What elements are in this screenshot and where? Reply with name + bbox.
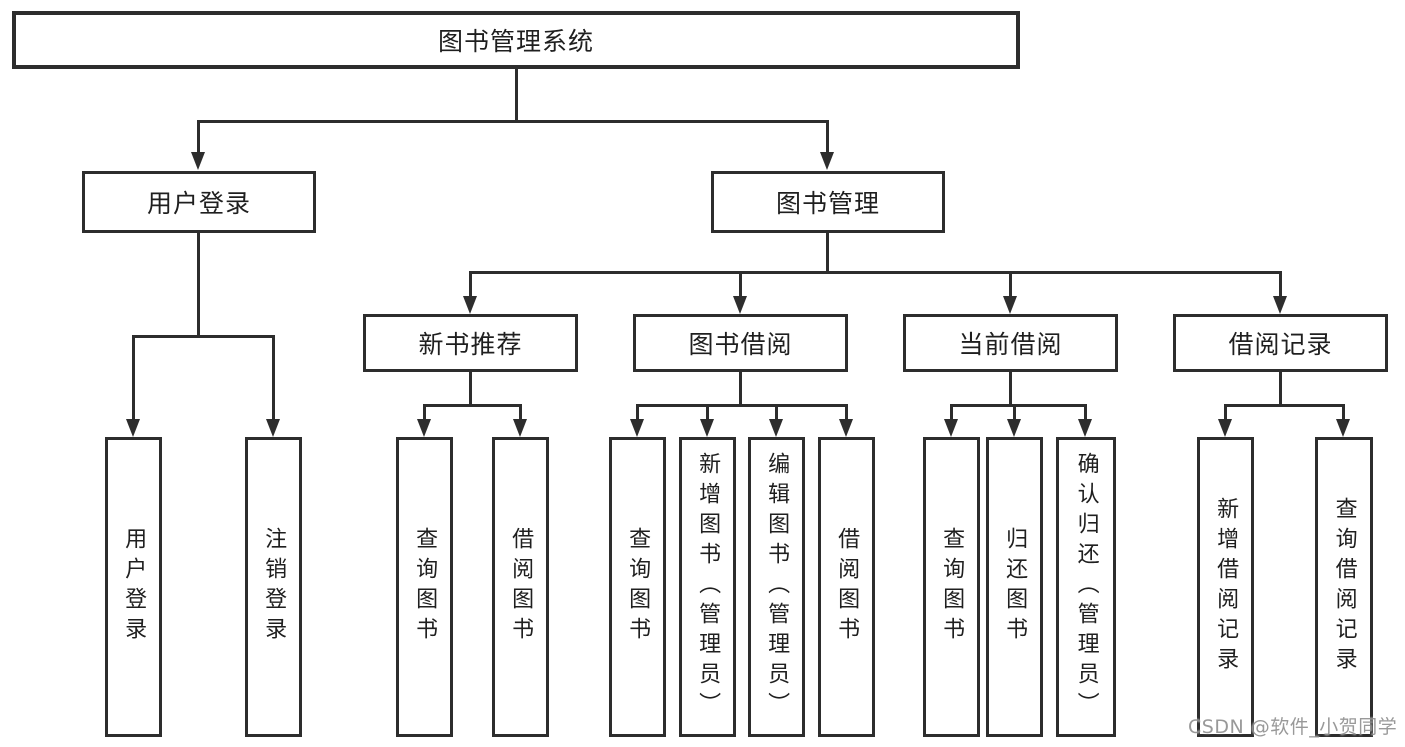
- connector-drop: [950, 404, 953, 420]
- arrow-down-icon: [1003, 296, 1017, 314]
- node-root: 图书管理系统: [12, 11, 1020, 69]
- connector-drop: [519, 404, 522, 420]
- node-root-label: 图书管理系统: [437, 27, 594, 56]
- leaf-query-books-recommend: 查询图书: [396, 437, 453, 737]
- leaf-borrow-books-recommend: 借阅图书: [492, 437, 549, 737]
- node-current-borrowing-label: 当前借阅: [958, 330, 1063, 359]
- connector-drop: [132, 335, 135, 421]
- leaf-user-login: 用户登录: [105, 437, 162, 737]
- connector-drop: [1224, 404, 1227, 420]
- connector-root-bar: [197, 120, 829, 123]
- arrow-down-icon: [1078, 419, 1092, 437]
- leaf-confirm-return-admin: 确认归还（管理员）: [1056, 437, 1116, 737]
- leaf-add-borrow-record: 新增借阅记录: [1197, 437, 1254, 737]
- leaf-edit-books-admin-label: 编辑图书（管理员）: [764, 452, 790, 722]
- connector-root-left-drop: [197, 120, 200, 153]
- arrow-down-icon: [1007, 419, 1021, 437]
- leaf-query-borrow-record-label: 查询借阅记录: [1331, 497, 1357, 677]
- connector-drop: [272, 335, 275, 421]
- leaf-query-borrow-record: 查询借阅记录: [1315, 437, 1373, 737]
- connector-root-right-drop: [826, 120, 829, 153]
- connector-drop: [706, 404, 709, 420]
- connector-drop: [1013, 404, 1016, 420]
- node-user-login-label: 用户登录: [146, 189, 251, 218]
- connector-recommend-bar: [423, 404, 521, 407]
- leaf-borrow-books-recommend-label: 借阅图书: [508, 527, 534, 647]
- connector-user-login-bar: [132, 335, 275, 338]
- connector-drop: [1279, 271, 1282, 297]
- leaf-borrow-books-label: 借阅图书: [834, 527, 860, 647]
- arrow-down-icon: [1273, 296, 1287, 314]
- arrow-down-icon: [820, 152, 834, 170]
- arrow-down-icon: [733, 296, 747, 314]
- arrow-down-icon: [417, 419, 431, 437]
- connector-drop: [1084, 404, 1087, 420]
- node-current-borrowing: 当前借阅: [903, 314, 1118, 372]
- connector-root-stem: [515, 69, 518, 120]
- connector-current-stem: [1009, 372, 1012, 405]
- arrow-down-icon: [630, 419, 644, 437]
- node-book-management: 图书管理: [711, 171, 945, 233]
- node-book-borrowing-label: 图书借阅: [688, 330, 793, 359]
- arrow-down-icon: [1336, 419, 1350, 437]
- connector-drop: [845, 404, 848, 420]
- leaf-query-books-borrow-label: 查询图书: [625, 527, 651, 647]
- connector-recommend-stem: [469, 372, 472, 405]
- leaf-return-books: 归还图书: [986, 437, 1043, 737]
- leaf-confirm-return-admin-label: 确认归还（管理员）: [1073, 452, 1099, 722]
- connector-drop: [423, 404, 426, 420]
- leaf-add-books-admin-label: 新增图书（管理员）: [695, 452, 721, 722]
- leaf-user-login-label: 用户登录: [121, 527, 147, 647]
- node-book-borrowing: 图书借阅: [633, 314, 848, 372]
- node-borrowing-records-label: 借阅记录: [1228, 330, 1333, 359]
- leaf-query-books-current: 查询图书: [923, 437, 980, 737]
- leaf-return-books-label: 归还图书: [1002, 527, 1028, 647]
- arrow-down-icon: [839, 419, 853, 437]
- connector-drop: [1342, 404, 1345, 420]
- arrow-down-icon: [1218, 419, 1232, 437]
- connector-book-mgmt-stem: [826, 233, 829, 271]
- leaf-add-borrow-record-label: 新增借阅记录: [1213, 497, 1239, 677]
- arrow-down-icon: [513, 419, 527, 437]
- connector-drop: [636, 404, 639, 420]
- connector-records-bar: [1224, 404, 1344, 407]
- leaf-add-books-admin: 新增图书（管理员）: [679, 437, 736, 737]
- arrow-down-icon: [769, 419, 783, 437]
- node-user-login: 用户登录: [82, 171, 316, 233]
- node-borrowing-records: 借阅记录: [1173, 314, 1388, 372]
- node-book-management-label: 图书管理: [775, 189, 880, 218]
- connector-drop: [1009, 271, 1012, 297]
- arrow-down-icon: [944, 419, 958, 437]
- leaf-query-books-current-label: 查询图书: [939, 527, 965, 647]
- leaf-query-books-borrow: 查询图书: [609, 437, 666, 737]
- watermark: CSDN @软件_小贺同学: [1188, 716, 1398, 738]
- connector-borrowing-stem: [739, 372, 742, 405]
- arrow-down-icon: [266, 419, 280, 437]
- connector-book-mgmt-bar: [469, 271, 1281, 274]
- node-new-book-recommend: 新书推荐: [363, 314, 578, 372]
- arrow-down-icon: [126, 419, 140, 437]
- leaf-edit-books-admin: 编辑图书（管理员）: [748, 437, 805, 737]
- connector-borrowing-bar: [636, 404, 847, 407]
- arrow-down-icon: [700, 419, 714, 437]
- leaf-logout-label: 注销登录: [261, 527, 287, 647]
- connector-drop: [775, 404, 778, 420]
- leaf-query-books-recommend-label: 查询图书: [412, 527, 438, 647]
- connector-user-login-stem: [197, 233, 200, 335]
- node-new-book-recommend-label: 新书推荐: [418, 330, 523, 359]
- arrow-down-icon: [191, 152, 205, 170]
- connector-drop: [739, 271, 742, 297]
- leaf-borrow-books: 借阅图书: [818, 437, 875, 737]
- connector-current-bar: [950, 404, 1086, 407]
- connector-drop: [469, 271, 472, 297]
- leaf-logout: 注销登录: [245, 437, 302, 737]
- connector-records-stem: [1279, 372, 1282, 405]
- arrow-down-icon: [463, 296, 477, 314]
